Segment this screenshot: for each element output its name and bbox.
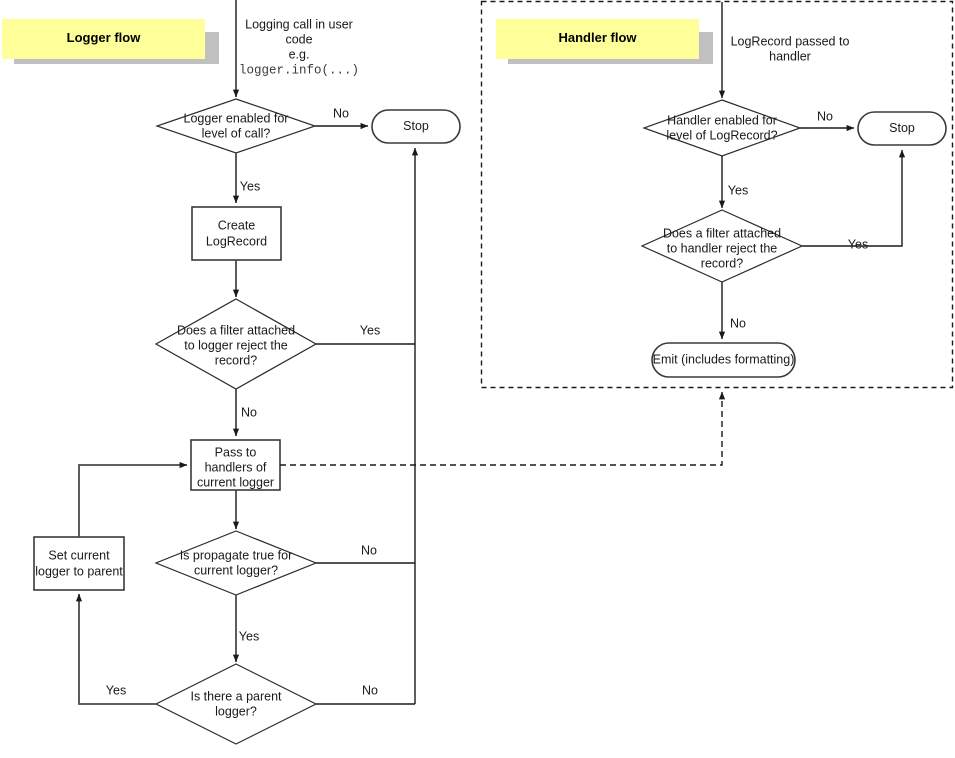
logger-entry-caption-line3: e.g. — [289, 47, 310, 61]
terminal-stop-handler-shape — [857, 111, 947, 146]
handler-flow-group-border — [480, 0, 954, 389]
edge-label-propagate-no: No — [361, 543, 377, 557]
logger-entry-caption-code: logger.info(...) — [239, 63, 359, 77]
terminal-stop-logger-label: Stop — [403, 119, 429, 133]
process-pass-to-handlers-line1: Pass to — [215, 445, 257, 459]
decision-parent-logger-shape — [154, 663, 318, 745]
process-create-logrecord: Create LogRecord — [191, 206, 282, 261]
decision-logger-enabled-line2: level of call? — [202, 126, 271, 140]
handler-entry-caption: LogRecord passed to handler — [731, 34, 850, 63]
decision-handler-enabled: Handler enabled for level of LogRecord? — [642, 99, 802, 157]
edge-label-parent-logger-yes: Yes — [106, 683, 126, 697]
decision-parent-logger-line2: logger? — [215, 704, 257, 718]
handler-flow-title-box — [496, 19, 699, 59]
logger-entry-caption: Logging call in user code e.g. logger.in… — [239, 17, 359, 77]
decision-logger-filter: Does a filter attached to logger reject … — [154, 298, 318, 390]
process-create-logrecord-shape — [191, 206, 282, 261]
decision-handler-filter-line3: record? — [701, 256, 743, 270]
process-set-current-logger-shape — [33, 536, 125, 591]
decision-handler-enabled-line1: Handler enabled for — [667, 113, 777, 127]
edge-label-propagate-yes: Yes — [239, 629, 259, 643]
decision-logger-filter-line1: Does a filter attached — [177, 323, 295, 337]
logger-entry-caption-line2: code — [285, 32, 312, 46]
decision-logger-filter-line3: record? — [215, 353, 257, 367]
logger-flow-title-box — [2, 19, 205, 59]
edge-label-handler-filter-yes: Yes — [848, 237, 868, 251]
terminal-stop-logger-shape — [371, 109, 461, 144]
terminal-stop-handler-label: Stop — [889, 121, 915, 135]
logger-flow-title-text: Logger flow — [67, 30, 142, 45]
edge-setparent-to-pass — [78, 461, 188, 537]
edge-label-logger-filter-no: No — [241, 405, 257, 419]
process-create-logrecord-line2: LogRecord — [206, 234, 267, 248]
decision-logger-enabled: Logger enabled for level of call? — [155, 98, 317, 154]
edge-label-handler-enabled-yes: Yes — [728, 183, 748, 197]
handler-flow-title-text: Handler flow — [558, 30, 637, 45]
process-pass-to-handlers-line3: current logger — [197, 475, 274, 489]
handler-entry-caption-line2: handler — [769, 49, 811, 63]
decision-handler-filter-line1: Does a filter attached — [663, 226, 781, 240]
decision-logger-filter-line2: to logger reject the — [184, 338, 288, 352]
logger-flow-title: Logger flow — [2, 19, 219, 64]
edge-label-parent-logger-no: No — [362, 683, 378, 697]
edge-label-logger-enabled-no: No — [333, 106, 349, 120]
handler-flow-title: Handler flow — [496, 19, 713, 64]
decision-propagate: Is propagate true for current logger? — [154, 530, 318, 596]
process-pass-to-handlers-line2: handlers of — [205, 460, 267, 474]
decision-propagate-line2: current logger? — [194, 563, 278, 577]
edge-label-handler-enabled-no: No — [817, 109, 833, 123]
terminal-stop-handler: Stop — [857, 111, 947, 146]
process-set-current-logger-to-parent: Set current logger to parent — [33, 536, 125, 591]
decision-propagate-line1: Is propagate true for — [180, 548, 293, 562]
handler-entry-caption-line1: LogRecord passed to — [731, 34, 850, 48]
logger-entry-caption-line1: Logging call in user — [245, 17, 353, 31]
edge-parent-logger-yes — [75, 593, 156, 705]
process-pass-to-handlers: Pass to handlers of current logger — [190, 439, 281, 491]
edge-pass-to-handler-flow-dashed — [280, 391, 726, 466]
decision-parent-logger-line1: Is there a parent — [190, 689, 282, 703]
decision-parent-logger: Is there a parent logger? — [154, 663, 318, 745]
process-create-logrecord-line1: Create — [218, 218, 256, 232]
process-set-current-logger-line1: Set current — [48, 548, 110, 562]
edge-label-logger-filter-yes: Yes — [360, 323, 380, 337]
process-pass-to-handlers-shape — [190, 439, 281, 491]
terminal-emit: Emit (includes formatting) — [651, 342, 796, 378]
process-set-current-logger-line2: logger to parent — [35, 564, 123, 578]
terminal-stop-logger: Stop — [371, 109, 461, 144]
edge-handler-filter-yes — [802, 149, 906, 247]
terminal-emit-label: Emit (includes formatting) — [653, 352, 795, 366]
edge-label-handler-filter-no: No — [730, 316, 746, 330]
edge-label-logger-enabled-yes: Yes — [240, 179, 260, 193]
decision-handler-filter: Does a filter attached to handler reject… — [640, 209, 804, 283]
decision-handler-enabled-line2: level of LogRecord? — [666, 128, 777, 142]
terminal-emit-shape — [651, 342, 796, 378]
decision-handler-filter-line2: to handler reject the — [667, 241, 778, 255]
decision-logger-enabled-line1: Logger enabled for — [184, 111, 289, 125]
